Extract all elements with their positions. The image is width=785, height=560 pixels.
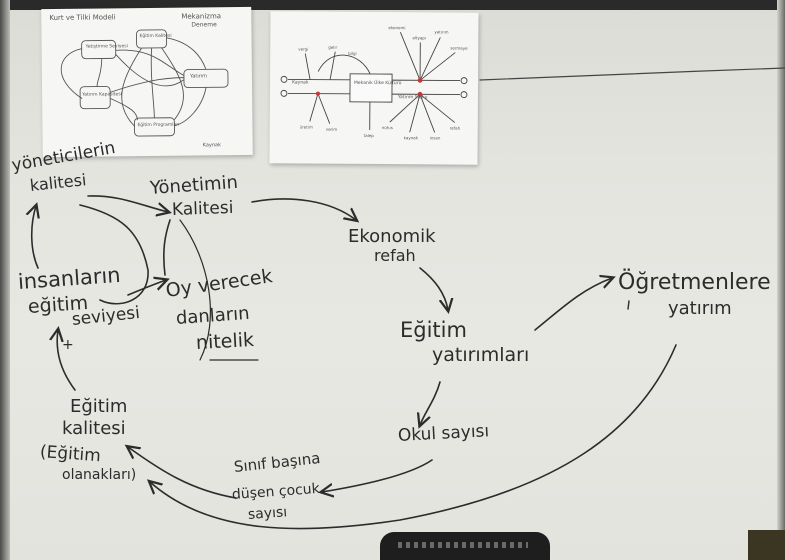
node-oy-verecek: danların (175, 302, 251, 329)
projector-object (380, 532, 550, 560)
board-frame-top (0, 0, 785, 10)
node-oy-verecek: nitelik (195, 328, 255, 354)
node-egitim-kalitesi: (Eğitim (39, 442, 102, 467)
node-okul-sayisi: Okul sayısı (397, 421, 490, 446)
board-frame-right (777, 0, 785, 560)
sign-plus: + (62, 337, 74, 353)
node-egitim-kalitesi: olanakları) (62, 467, 137, 483)
printout-right: Mekanik Ülke Kültürü Kaynak Yatırım Stok… (269, 11, 479, 165)
node-ekonomik-refah: Ekonomik (348, 226, 436, 247)
node-egitim-kalitesi: Eğitim (70, 396, 128, 417)
node-egitim-kalitesi: kalitesi (62, 418, 126, 439)
printout-right-diagram (280, 32, 468, 133)
node-yonetimin: Kalitesi (171, 197, 234, 220)
node-ekonomik-refah: refah (374, 246, 416, 265)
printout-left-diagram (60, 29, 229, 137)
printout-left: Kurt ve Tilki Modeli Mekanizma Deneme (41, 6, 253, 158)
node-ogretmenlere-yatirim: yatırım (668, 298, 732, 319)
corner-object (748, 530, 785, 560)
node-egitim-yatirimlari: Eğitim (400, 318, 467, 342)
node-egitim-yatirimlari: yatırımları (432, 344, 530, 366)
node-sinif-basina: sayısı (247, 504, 288, 523)
node-ogretmenlere-yatirim: Öğretmenlere (618, 270, 771, 295)
board-frame-left (0, 0, 10, 560)
